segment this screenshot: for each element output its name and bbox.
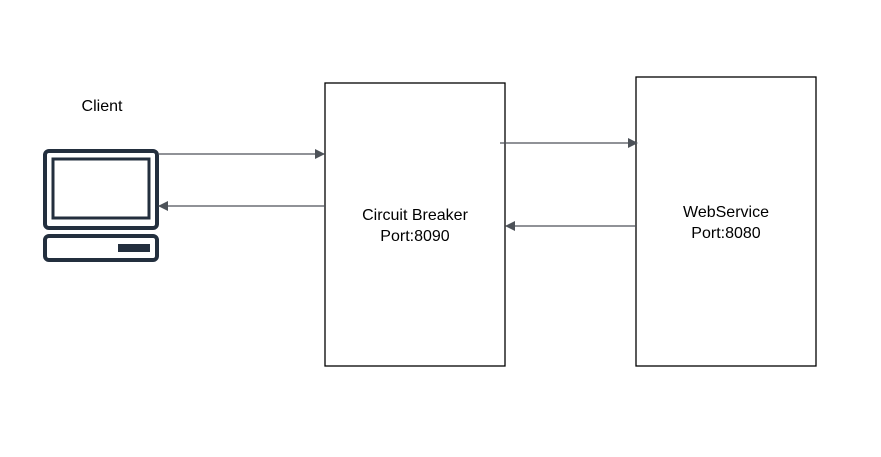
webservice-name: WebService (683, 204, 769, 221)
computer-terminal-icon (43, 149, 159, 262)
webservice-label: WebService Port:8080 (636, 202, 816, 244)
webservice-box (635, 76, 817, 367)
circuit-breaker-label: Circuit Breaker Port:8090 (325, 205, 505, 247)
circuit-breaker-port: Port:8090 (380, 228, 450, 245)
circuit-breaker-name: Circuit Breaker (362, 207, 468, 224)
circuit-breaker-box (324, 82, 506, 367)
webservice-port: Port:8080 (691, 225, 761, 242)
client-label: Client (81, 98, 123, 115)
